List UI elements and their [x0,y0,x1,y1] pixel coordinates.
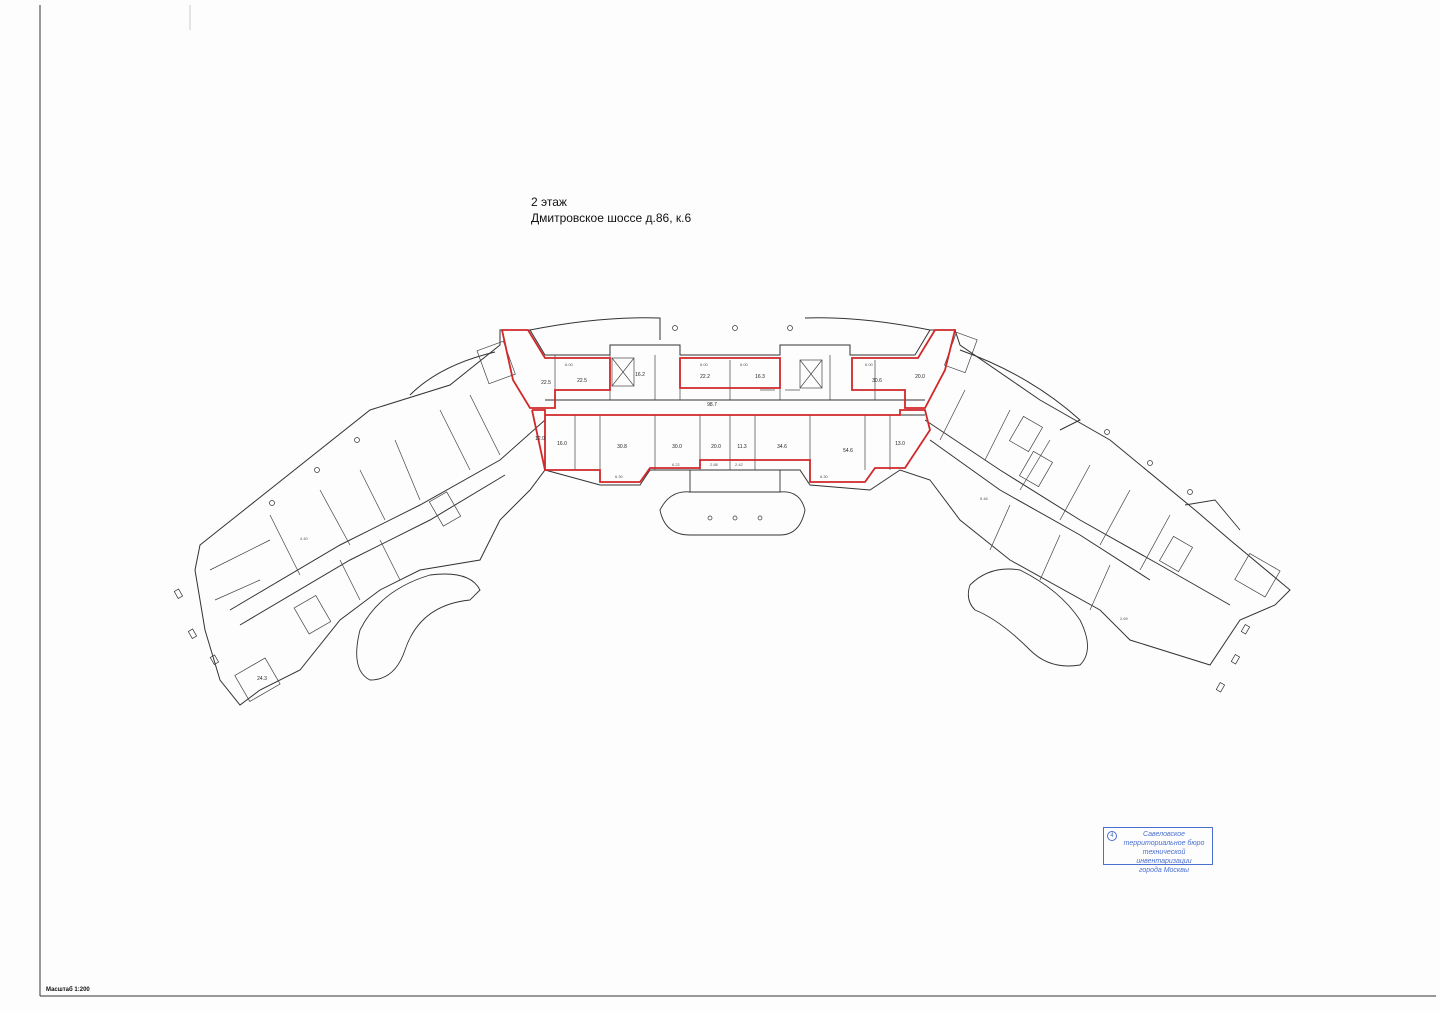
highlighted-premises [500,329,957,483]
stamp-line: Савеловское [1142,831,1186,838]
room-label: 13.0 [895,441,905,447]
room-label: 16.0 [557,441,567,447]
stamp-line: технической инвентаризации [1136,849,1192,865]
svg-text:6.00: 6.00 [565,362,574,367]
room-label: 30.0 [672,444,682,450]
room-labels: 22.5 22.5 22.2 16.3 16.2 30.6 20.0 13.0 … [257,372,925,682]
room-label: 11.3 [737,444,747,450]
room-label: 22.5 [577,378,587,384]
svg-text:4.40: 4.40 [300,536,309,541]
stamp-line: города Москвы [1138,867,1190,874]
svg-text:6.00: 6.00 [700,362,709,367]
svg-text:5.46: 5.46 [980,496,989,501]
svg-text:2.88: 2.88 [710,462,719,467]
sheet-frame [39,5,1436,997]
column-markers [173,325,1251,693]
sheet-title: 2 этаж Дмитровское шоссе д.86, к.6 [531,194,691,226]
address-label: Дмитровское шоссе д.86, к.6 [531,211,692,225]
svg-text:6.22: 6.22 [672,462,681,467]
room-partitions-right [939,331,1281,611]
room-partitions-center [544,355,891,470]
room-label: 30.8 [617,444,627,450]
scale-label: Масштаб 1:200 [46,987,90,993]
svg-text:2.42: 2.42 [735,462,744,467]
building-outline [194,317,1291,706]
room-label: 16.3 [755,374,765,380]
terraces [356,470,1241,681]
dimension-marks: 6.00 6.00 6.00 6.00 6.30 6.22 6.30 2.88 2.42 4… [300,362,1129,621]
svg-text:2.69: 2.69 [1120,616,1129,621]
svg-text:6.30: 6.30 [820,474,829,479]
stamp-line: территориальное бюро [1123,840,1205,847]
bti-stamp: 4 Савеловское территориальное бюро техни… [1103,827,1213,874]
room-label: 20.0 [711,444,721,450]
room-label: 30.6 [872,378,882,384]
room-label: 24.3 [257,676,267,682]
room-label: 22.5 [541,380,551,386]
room-partitions-left [209,340,516,702]
room-label: 54.6 [843,448,853,454]
svg-text:6.30: 6.30 [615,474,624,479]
floor-label: 2 этаж [531,195,567,209]
room-label: 98.7 [707,402,717,408]
room-label: 34.6 [777,444,787,450]
room-label: 16.2 [635,372,645,378]
svg-text:6.00: 6.00 [865,362,874,367]
room-label: 22.2 [700,374,710,380]
svg-text:6.00: 6.00 [740,362,749,367]
room-label: 20.0 [915,374,925,380]
room-label: 12.0 [535,436,545,442]
stamp-number: 4 [1107,831,1117,841]
